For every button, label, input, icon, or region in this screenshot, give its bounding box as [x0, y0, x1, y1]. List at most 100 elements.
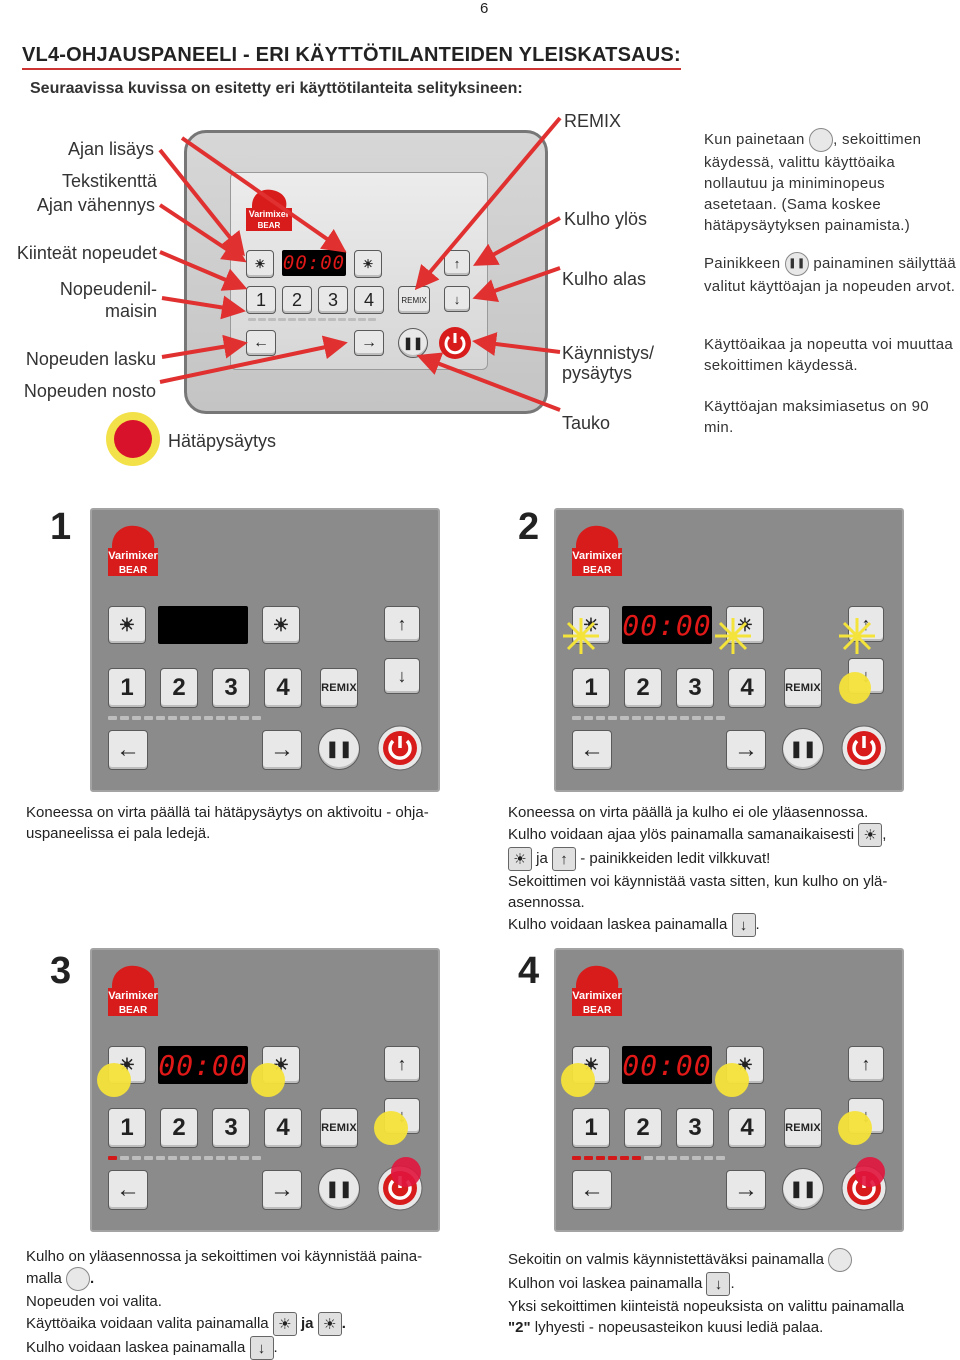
remix-button[interactable]: REMIX	[784, 668, 822, 708]
brand-logo: Varimixer BEAR	[108, 965, 158, 1016]
speed-up-button[interactable]: →	[262, 730, 302, 770]
speed-up-button[interactable]: →	[262, 1170, 302, 1210]
time-display: 00:00	[622, 606, 712, 644]
speed-led	[608, 1156, 617, 1160]
speed-2-button[interactable]: 2	[282, 286, 312, 314]
caption-3-line-5: Kulho voidaan laskea painamalla	[26, 1338, 246, 1356]
speed-4-button[interactable]: 4	[264, 1108, 302, 1148]
bowl-down-icon: ↓	[453, 291, 461, 307]
speed-led	[368, 318, 376, 321]
speed-led	[338, 318, 346, 321]
time-plus-button[interactable]: ☀	[354, 250, 382, 278]
speed-down-button[interactable]: ←	[572, 730, 612, 770]
speed-down-button[interactable]: ←	[108, 730, 148, 770]
time-minus-button[interactable]: ☀	[108, 606, 146, 644]
bowl-up-button[interactable]: ↑	[848, 1046, 884, 1082]
caption-panel-3: Kulho on yläasennossa ja sekoittimen voi…	[26, 1246, 486, 1360]
label-emergency-stop: Hätäpysäytys	[168, 431, 277, 451]
bowl-up-button[interactable]: ↑	[384, 1046, 420, 1082]
time-plus-icon: ☀	[362, 257, 374, 271]
speed-down-button[interactable]: ←	[246, 330, 276, 356]
speed-led	[228, 1156, 237, 1160]
pause-button[interactable]: ❚❚	[782, 1168, 824, 1210]
speed-led	[692, 716, 701, 720]
speed-1-button[interactable]: 1	[108, 1108, 146, 1148]
speed-3-button[interactable]: 3	[212, 668, 250, 708]
caption-2-and: ja	[536, 849, 548, 867]
bowl-down-button[interactable]: ↓	[384, 658, 420, 694]
speed-led	[596, 716, 605, 720]
arrow-right-icon: →	[361, 334, 377, 351]
speed-3-button[interactable]: 3	[676, 1108, 714, 1148]
remix-button[interactable]: REMIX	[320, 1108, 358, 1148]
desc-1-b: , sekoittimen käydessä, valittu käyttöai…	[704, 130, 922, 234]
brand-logo: Varimixer BEAR	[572, 525, 622, 576]
page-number: 6	[480, 0, 489, 17]
start-stop-button[interactable]	[840, 724, 888, 772]
speed-led	[308, 318, 316, 321]
label-speed-down: Nopeuden lasku	[25, 349, 156, 369]
arrow-left-icon: ←	[116, 736, 140, 763]
time-minus-button[interactable]: ☀	[246, 250, 274, 278]
speed-2-button[interactable]: 2	[624, 668, 662, 708]
speed-up-button[interactable]: →	[354, 330, 384, 356]
speed-down-button[interactable]: ←	[108, 1170, 148, 1210]
panel-number: 1	[50, 506, 72, 548]
caption-3-period-3: .	[273, 1338, 278, 1356]
speed-led	[168, 1156, 177, 1160]
speed-3-button[interactable]: 3	[212, 1108, 250, 1148]
pause-icon: ❚❚	[789, 1181, 817, 1198]
speed-3-button[interactable]: 3	[676, 668, 714, 708]
speed-up-button[interactable]: →	[726, 730, 766, 770]
pause-button[interactable]: ❚❚	[318, 1168, 360, 1210]
bowl-down-button[interactable]: ↓	[444, 286, 470, 312]
led-glow-indicator	[374, 1111, 408, 1145]
svg-text:BEAR: BEAR	[119, 1005, 148, 1016]
time-plus-button[interactable]: ☀	[262, 606, 300, 644]
speed-up-button[interactable]: →	[726, 1170, 766, 1210]
pause-icon: ❚❚	[402, 336, 424, 350]
speed-4-button[interactable]: 4	[264, 668, 302, 708]
pause-button[interactable]: ❚❚	[782, 728, 824, 770]
label-fixed-speeds: Kiinteät nopeudet	[16, 243, 157, 263]
emergency-stop-knob	[114, 420, 152, 458]
speed-4-button[interactable]: 4	[728, 668, 766, 708]
speed-led	[704, 716, 713, 720]
speed-4-button[interactable]: 4	[728, 1108, 766, 1148]
bowl-up-button[interactable]: ↑	[384, 606, 420, 642]
power-icon	[828, 1248, 853, 1272]
speed-led	[132, 716, 141, 720]
speed-1-button[interactable]: 1	[108, 668, 146, 708]
blinking-led-icon	[839, 618, 875, 654]
speed-1-button[interactable]: 1	[246, 286, 276, 314]
speed-2-button[interactable]: 2	[624, 1108, 662, 1148]
caption-panel-4: Sekoitin on valmis käynnistettäväksi pai…	[508, 1248, 958, 1338]
bowl-up-button[interactable]: ↑	[444, 250, 470, 276]
speed-down-button[interactable]: ←	[572, 1170, 612, 1210]
remix-button[interactable]: REMIX	[320, 668, 358, 708]
speed-4-button[interactable]: 4	[354, 286, 384, 314]
speed-led	[680, 716, 689, 720]
pause-icon: ❚❚	[325, 741, 353, 758]
speed-3-button[interactable]: 3	[318, 286, 348, 314]
speed-1-button[interactable]: 1	[572, 1108, 610, 1148]
speed-led	[656, 716, 665, 720]
speed-2-button[interactable]: 2	[160, 1108, 198, 1148]
remix-button[interactable]: REMIX	[398, 286, 430, 314]
remix-button[interactable]: REMIX	[784, 1108, 822, 1148]
speed-led	[298, 318, 306, 321]
pause-button[interactable]: ❚❚	[318, 728, 360, 770]
time-plus-icon: ☀	[317, 1312, 342, 1336]
speed-led	[192, 716, 201, 720]
speed-led	[596, 1156, 605, 1160]
pause-icon: ❚❚	[789, 741, 817, 758]
speed-2-button[interactable]: 2	[160, 668, 198, 708]
start-stop-button[interactable]	[376, 724, 424, 772]
svg-text:Varimixer: Varimixer	[108, 550, 158, 562]
speed-1-button[interactable]: 1	[572, 668, 610, 708]
pause-button[interactable]: ❚❚	[398, 328, 428, 358]
speed-led	[132, 1156, 141, 1160]
panel-number: 3	[50, 950, 72, 992]
arrow-right-icon: →	[270, 736, 294, 763]
start-stop-button[interactable]	[438, 326, 472, 360]
